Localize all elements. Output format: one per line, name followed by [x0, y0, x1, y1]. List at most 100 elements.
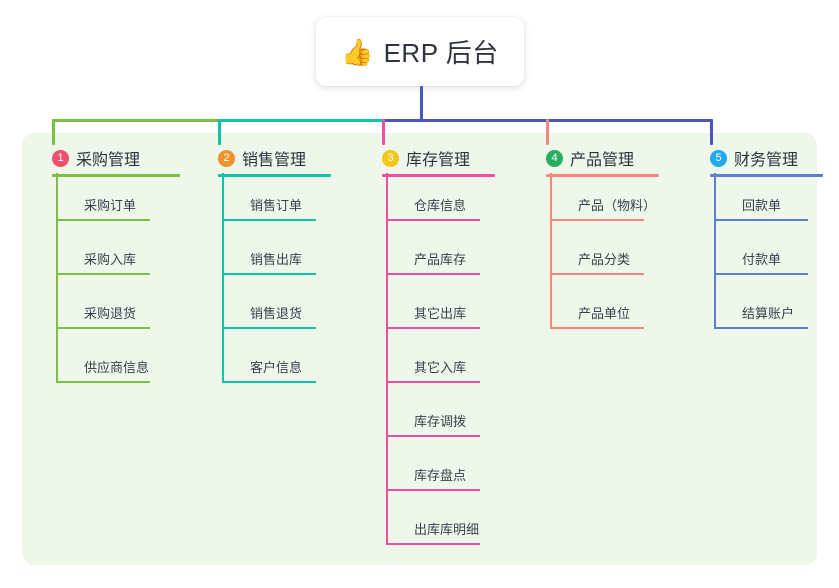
branch-item-label: 销售退货 — [250, 306, 303, 321]
branch-drop-2 — [218, 119, 221, 145]
branch-underline — [218, 174, 331, 177]
branch-item-label: 库存调拨 — [414, 414, 467, 429]
branch-item[interactable]: 产品单位 — [550, 293, 644, 329]
root-title: ERP 后台 — [383, 38, 499, 68]
branch-items: 仓库信息产品库存其它出库其它入库库存调拨库存盘点出库库明细 — [364, 173, 480, 547]
branch-spine — [386, 173, 388, 543]
branch-column-4: 4 产品管理产品（物料） 产品分类产品单位 — [528, 143, 659, 331]
branch-item-underline — [714, 273, 808, 275]
branch-item-underline — [714, 327, 808, 329]
branch-item[interactable]: 销售退货 — [222, 293, 316, 329]
branch-header-4[interactable]: 4 产品管理 — [528, 143, 659, 177]
branch-item-underline — [386, 489, 480, 491]
branch-underline — [546, 174, 659, 177]
branch-drop-3 — [382, 119, 385, 145]
branch-item-underline — [222, 381, 316, 383]
branch-number-badge: 2 — [218, 149, 235, 167]
branch-header-2[interactable]: 2 销售管理 — [200, 143, 331, 177]
branch-label: 销售管理 — [242, 152, 307, 169]
branch-item-underline — [386, 327, 480, 329]
branch-item[interactable]: 其它出库 — [386, 293, 480, 329]
branch-item[interactable]: 仓库信息 — [386, 185, 480, 221]
branch-item[interactable]: 结算账户 — [714, 293, 808, 329]
branch-item-label: 产品单位 — [578, 306, 631, 321]
branch-item[interactable]: 采购订单 — [56, 185, 150, 221]
branch-item[interactable]: 库存盘点 — [386, 455, 480, 491]
branch-item[interactable]: 销售订单 — [222, 185, 316, 221]
branch-number-badge: 5 — [710, 149, 727, 167]
branch-item-underline — [386, 435, 480, 437]
branch-item[interactable]: 库存调拨 — [386, 401, 480, 437]
branch-item-underline — [550, 273, 644, 275]
branch-item[interactable]: 供应商信息 — [56, 347, 150, 383]
branch-item-underline — [714, 219, 808, 221]
branch-item-label: 出库库明细 — [414, 522, 480, 537]
branch-item-underline — [222, 273, 316, 275]
branch-item-label: 其它出库 — [414, 306, 467, 321]
root-stem — [420, 86, 423, 122]
branch-item-label: 库存盘点 — [414, 468, 467, 483]
branch-underline — [52, 174, 180, 177]
branch-spine — [714, 173, 716, 327]
branch-item[interactable]: 付款单 — [714, 239, 808, 275]
branch-item-underline — [56, 327, 150, 329]
branch-drop-5 — [710, 119, 713, 145]
branch-item-underline — [386, 543, 480, 545]
branch-item-underline — [386, 381, 480, 383]
bus-segment-green — [52, 119, 220, 122]
branch-spine — [550, 173, 552, 327]
branch-item-label: 供应商信息 — [84, 360, 150, 375]
branch-item-label: 仓库信息 — [414, 198, 467, 213]
root-node[interactable]: 👍 ERP 后台 — [316, 17, 524, 86]
branch-item-underline — [56, 273, 150, 275]
branch-item-label: 客户信息 — [250, 360, 303, 375]
branch-item-label: 产品分类 — [578, 252, 631, 267]
branch-item-label: 付款单 — [742, 252, 782, 267]
thumbs-up-icon: 👍 — [341, 36, 374, 67]
branch-item[interactable]: 客户信息 — [222, 347, 316, 383]
branch-spine — [222, 173, 224, 381]
branch-item-label: 采购订单 — [84, 198, 137, 213]
branch-item[interactable]: 产品库存 — [386, 239, 480, 275]
branch-label: 库存管理 — [406, 152, 471, 169]
branch-item-label: 销售订单 — [250, 198, 303, 213]
branch-item-label: 销售出库 — [250, 252, 303, 267]
branch-item[interactable]: 产品分类 — [550, 239, 644, 275]
branch-item-underline — [550, 219, 644, 221]
branch-item[interactable]: 回款单 — [714, 185, 808, 221]
branch-number-badge: 3 — [382, 149, 399, 167]
branch-item[interactable]: 其它入库 — [386, 347, 480, 383]
branch-item-label: 其它入库 — [414, 360, 467, 375]
branch-column-2: 2 销售管理销售订单销售出库销售退货客户信息 — [200, 143, 331, 385]
branch-items: 采购订单采购入库采购退货供应商信息 — [34, 173, 150, 385]
branch-item-label: 结算账户 — [742, 306, 795, 321]
branch-item-underline — [222, 219, 316, 221]
branch-drop-1 — [52, 119, 55, 145]
branch-item-label: 采购退货 — [84, 306, 137, 321]
branch-item[interactable]: 产品（物料） — [550, 185, 656, 221]
branch-drop-4 — [546, 119, 549, 145]
branch-item-label: 回款单 — [742, 198, 782, 213]
branch-item-underline — [56, 381, 150, 383]
branch-item-underline — [386, 273, 480, 275]
branch-item-underline — [550, 327, 644, 329]
branch-item-underline — [56, 219, 150, 221]
branch-item[interactable]: 采购入库 — [56, 239, 150, 275]
branch-number-badge: 4 — [546, 149, 563, 167]
branch-item[interactable]: 销售出库 — [222, 239, 316, 275]
branch-spine — [56, 173, 58, 381]
branch-items: 回款单付款单结算账户 — [692, 173, 808, 331]
branch-item[interactable]: 采购退货 — [56, 293, 150, 329]
branch-underline — [382, 174, 495, 177]
branch-label: 产品管理 — [570, 152, 635, 169]
branch-header-3[interactable]: 3 库存管理 — [364, 143, 495, 177]
branch-item-label: 产品库存 — [414, 252, 467, 267]
branch-item-underline — [222, 327, 316, 329]
branch-item[interactable]: 出库库明细 — [386, 509, 480, 545]
branch-number-badge: 1 — [52, 149, 69, 167]
